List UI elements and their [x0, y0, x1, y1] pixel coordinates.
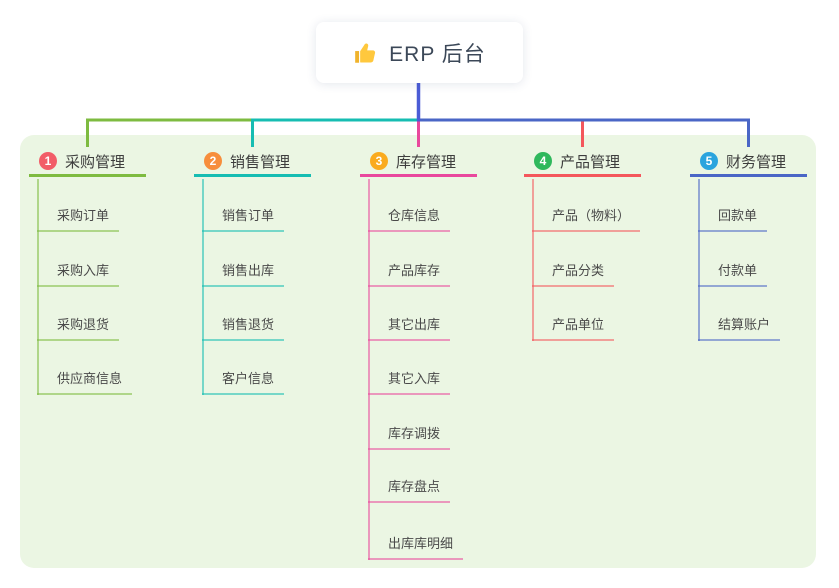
- mindmap-node[interactable]: 库存盘点: [368, 473, 451, 503]
- branch-rail-line: [532, 179, 534, 341]
- mindmap-node[interactable]: 产品单位: [532, 311, 615, 341]
- branch-rail-line: [37, 179, 39, 395]
- mindmap-node[interactable]: 销售退货: [202, 311, 285, 341]
- mindmap-node[interactable]: 仓库信息: [368, 202, 451, 232]
- mindmap-panel: [20, 135, 816, 568]
- mindmap-node[interactable]: 供应商信息: [37, 365, 133, 395]
- thumbs-up-icon: [353, 40, 379, 66]
- branch-header[interactable]: 4 产品管理: [524, 148, 641, 177]
- branch-number-badge: 1: [39, 152, 57, 170]
- branch-number-badge: 3: [370, 152, 388, 170]
- mindmap-node[interactable]: 产品库存: [368, 257, 451, 287]
- branch-label: 库存管理: [396, 153, 457, 171]
- branch-rail-line: [698, 179, 700, 341]
- mindmap-node[interactable]: 付款单: [698, 257, 768, 287]
- branch-number-badge: 5: [700, 152, 718, 170]
- mindmap-node[interactable]: 结算账户: [698, 311, 781, 341]
- mindmap-node[interactable]: 产品（物料）: [532, 202, 641, 232]
- branch-label: 销售管理: [230, 153, 291, 171]
- mindmap-node[interactable]: 其它出库: [368, 311, 451, 341]
- mindmap-node[interactable]: 其它入库: [368, 365, 451, 395]
- branch-number-badge: 4: [534, 152, 552, 170]
- mindmap-node[interactable]: 库存调拨: [368, 420, 451, 450]
- branch-label: 采购管理: [65, 153, 126, 171]
- branch-label: 财务管理: [726, 153, 787, 171]
- root-title: ERP 后台: [389, 42, 486, 66]
- mindmap-node[interactable]: 客户信息: [202, 365, 285, 395]
- mindmap-node[interactable]: 采购退货: [37, 311, 120, 341]
- branch-header[interactable]: 2 销售管理: [194, 148, 311, 177]
- mindmap-node[interactable]: 产品分类: [532, 257, 615, 287]
- mindmap-node[interactable]: 采购订单: [37, 202, 120, 232]
- branch-rail-line: [202, 179, 204, 395]
- mindmap-node[interactable]: 销售出库: [202, 257, 285, 287]
- mindmap-node[interactable]: 出库库明细: [368, 530, 464, 560]
- branch-rail-line: [368, 179, 370, 560]
- branch-header[interactable]: 5 财务管理: [690, 148, 807, 177]
- mindmap-node[interactable]: 采购入库: [37, 257, 120, 287]
- branch-header[interactable]: 1 采购管理: [29, 148, 146, 177]
- mindmap-node[interactable]: 回款单: [698, 202, 768, 232]
- branch-header[interactable]: 3 库存管理: [360, 148, 477, 177]
- branch-number-badge: 2: [204, 152, 222, 170]
- root-node[interactable]: ERP 后台: [316, 22, 523, 83]
- mindmap-node[interactable]: 销售订单: [202, 202, 285, 232]
- branch-label: 产品管理: [560, 153, 621, 171]
